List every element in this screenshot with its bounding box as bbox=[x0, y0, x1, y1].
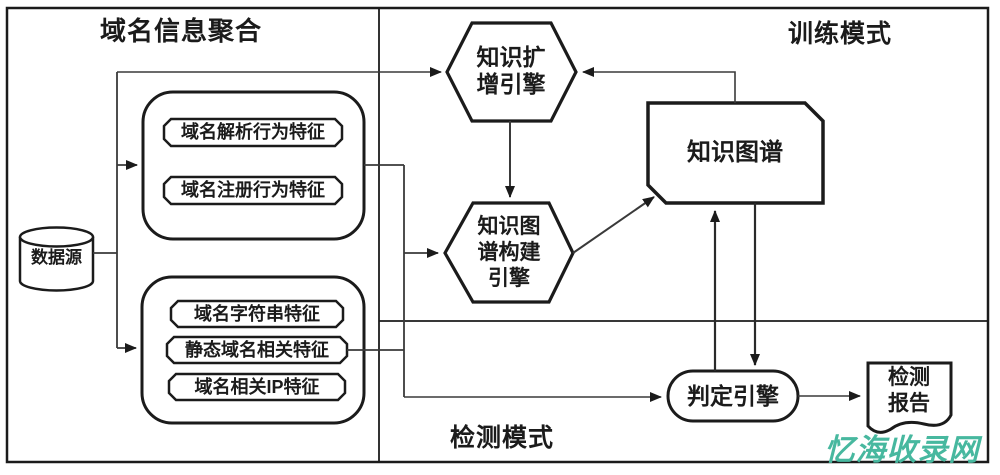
feature-label-registration-behavior: 域名注册行为特征 bbox=[181, 180, 325, 200]
knowledge-graph-box bbox=[646, 101, 825, 205]
feature-label-static-domain: 静态域名相关特征 bbox=[185, 340, 329, 360]
behavior-feature-group-box bbox=[141, 90, 366, 241]
database-cylinder-top bbox=[18, 226, 95, 248]
knowledge-expansion-engine-hexagon bbox=[445, 21, 578, 123]
knowledge-expansion-line2: 增引擎 bbox=[476, 71, 546, 97]
arrow-knowledge-graph-to-expansion-engine bbox=[582, 67, 736, 103]
watermark-text: 忆海收录网 bbox=[824, 434, 980, 467]
arrow-construction-to-knowledge-graph bbox=[572, 196, 655, 254]
feature-label-domain-ip: 域名相关IP特征 bbox=[194, 377, 320, 397]
detection-report-label: 检测 报告 bbox=[870, 365, 948, 417]
detection-report-line2: 报告 bbox=[888, 392, 930, 415]
knowledge-expansion-line1: 知识扩 bbox=[476, 44, 546, 70]
detection-mode-label: 检测模式 bbox=[449, 424, 554, 452]
database-cylinder-body bbox=[18, 237, 95, 292]
knowledge-expansion-engine-label: 知识扩 增引擎 bbox=[449, 44, 573, 98]
knowledge-graph-label: 知识图谱 bbox=[687, 139, 783, 166]
aggregation-panel-title: 域名信息聚合 bbox=[100, 16, 263, 46]
judgment-engine-label: 判定引擎 bbox=[687, 383, 779, 409]
data-source-label: 数据源 bbox=[31, 248, 82, 267]
outer-border bbox=[5, 6, 990, 464]
detection-report-document bbox=[866, 361, 953, 434]
kg-construction-engine-label: 知识图 谱构建 引擎 bbox=[447, 214, 571, 292]
feature-label-domain-string: 域名字符串特征 bbox=[194, 304, 320, 324]
feature-box-domain-string bbox=[169, 299, 345, 329]
training-mode-label: 训练模式 bbox=[788, 20, 893, 48]
detection-report-line1: 检测 bbox=[888, 366, 930, 389]
feature-box-resolution-behavior bbox=[162, 117, 344, 148]
feature-box-registration-behavior bbox=[162, 175, 344, 206]
feature-label-resolution-behavior: 域名解析行为特征 bbox=[181, 122, 325, 142]
kg-construction-line3: 引擎 bbox=[488, 267, 530, 290]
kg-construction-line2: 谱构建 bbox=[477, 241, 541, 264]
feature-box-static-domain bbox=[165, 335, 349, 365]
kg-construction-line1: 知识图 bbox=[477, 215, 541, 238]
feature-box-domain-ip bbox=[167, 372, 347, 402]
